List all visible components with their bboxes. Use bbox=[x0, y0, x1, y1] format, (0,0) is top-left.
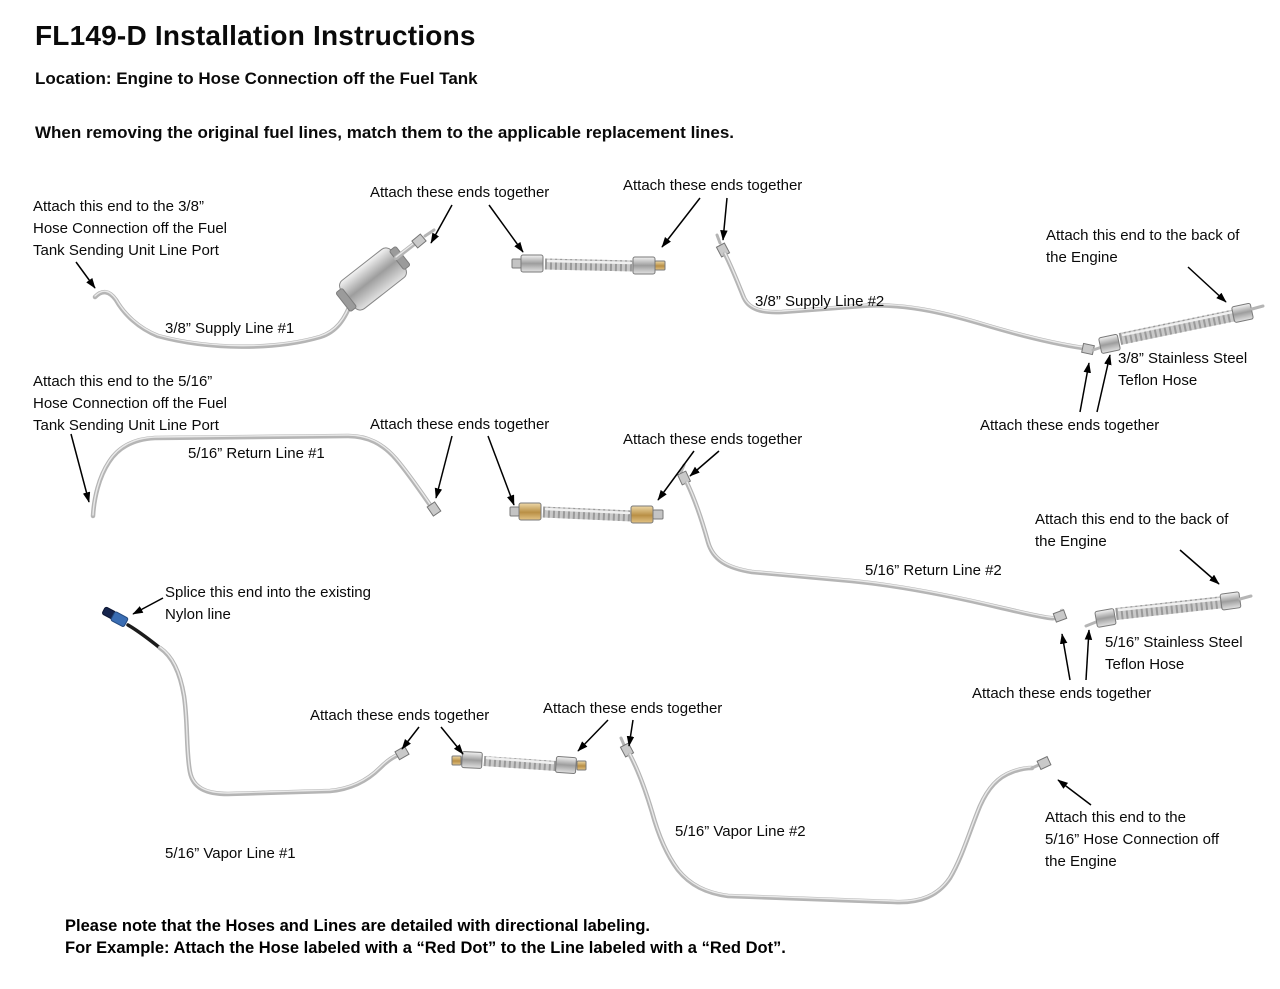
label-return-teflon-hose: 5/16” Stainless Steel Teflon Hose bbox=[1105, 634, 1243, 673]
label-supply-line2: 3/8” Supply Line #2 bbox=[755, 293, 885, 310]
label-vapor-splice: Splice this end into the existing Nylon … bbox=[165, 584, 371, 623]
label-return-line2: 5/16” Return Line #2 bbox=[865, 562, 1002, 579]
label-vapor-line2: 5/16” Vapor Line #2 bbox=[675, 823, 806, 840]
return-line-1 bbox=[90, 433, 442, 519]
braided-hose-vapor bbox=[451, 751, 587, 775]
label-supply-tank-end: Attach this end to the 3/8” Hose Connect… bbox=[33, 198, 228, 259]
page-title: FL149-D Installation Instructions bbox=[35, 20, 476, 51]
footer-note: Please note that the Hoses and Lines are… bbox=[65, 917, 650, 935]
stainless-hose-38 bbox=[1091, 302, 1265, 354]
label-vapor-line1: 5/16” Vapor Line #1 bbox=[165, 845, 296, 862]
label-return-ends-a: Attach these ends together bbox=[370, 416, 550, 433]
return-line-2 bbox=[676, 463, 1068, 623]
label-return-engine-end: Attach this end to the back of the Engin… bbox=[1035, 511, 1229, 550]
label-supply-ends-b: Attach these ends together bbox=[623, 177, 803, 194]
vapor-line-1 bbox=[102, 606, 410, 797]
stainless-hose-516 bbox=[1084, 591, 1253, 628]
callout-arrows bbox=[70, 197, 1227, 806]
label-vapor-engine-end: Attach this end to the 5/16” Hose Connec… bbox=[1045, 809, 1220, 870]
label-supply-teflon-hose: 3/8” Stainless Steel Teflon Hose bbox=[1118, 350, 1248, 389]
location-subtitle: Location: Engine to Hose Connection off … bbox=[35, 69, 478, 88]
label-supply-engine-end: Attach this end to the back of the Engin… bbox=[1046, 227, 1240, 266]
label-return-ends-b: Attach these ends together bbox=[623, 431, 803, 448]
label-return-line1: 5/16” Return Line #1 bbox=[188, 445, 325, 462]
label-vapor-ends-a: Attach these ends together bbox=[310, 707, 490, 724]
fuel-filter-icon bbox=[335, 246, 411, 312]
label-return-tank-end: Attach this end to the 5/16” Hose Connec… bbox=[33, 373, 228, 434]
braided-hose-return bbox=[509, 502, 664, 524]
footer-example: For Example: Attach the Hose labeled wit… bbox=[65, 939, 786, 957]
label-supply-ends-a: Attach these ends together bbox=[370, 184, 550, 201]
intro-instruction: When removing the original fuel lines, m… bbox=[35, 123, 735, 142]
label-supply-line1: 3/8” Supply Line #1 bbox=[165, 320, 295, 337]
splice-fitting-blue bbox=[110, 611, 129, 627]
supply-line-2 bbox=[715, 233, 1095, 356]
vapor-line-2 bbox=[619, 736, 1052, 905]
supply-line-1 bbox=[92, 228, 436, 349]
braided-hose-supply bbox=[511, 254, 666, 275]
label-return-ends-c: Attach these ends together bbox=[972, 685, 1152, 702]
label-vapor-ends-b: Attach these ends together bbox=[543, 700, 723, 717]
label-supply-ends-c: Attach these ends together bbox=[980, 417, 1160, 434]
